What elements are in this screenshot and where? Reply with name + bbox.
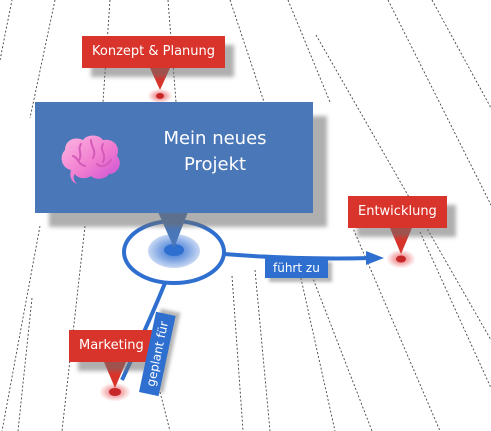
- main-node[interactable]: Mein neues Projekt: [35, 102, 313, 213]
- grid-line: [287, 0, 331, 103]
- grid-line: [229, 0, 265, 103]
- node-marketing[interactable]: Marketing: [69, 330, 154, 362]
- grid-line: [159, 391, 171, 431]
- brain-icon: [61, 135, 120, 184]
- grid-line: [299, 273, 336, 431]
- grid-line: [231, 275, 244, 431]
- pointer-main-node: [158, 212, 188, 248]
- grid-line: [387, 0, 491, 206]
- grid-line: [167, 0, 177, 103]
- grid-line: [254, 269, 271, 431]
- edge-main-marketing[interactable]: [120, 282, 167, 381]
- edge-label-fuehrt-zu[interactable]: führt zu: [265, 258, 328, 278]
- grid-line: [419, 231, 491, 389]
- arrow-head-icon: [366, 251, 384, 265]
- pointer-entwicklung: [390, 228, 412, 254]
- grid-line: [17, 297, 33, 431]
- pin-konzept: [148, 89, 172, 103]
- node-konzept-planung[interactable]: Konzept & Planung: [82, 36, 226, 68]
- node-entwicklung[interactable]: Entwicklung: [348, 196, 447, 228]
- grid-line: [431, 0, 491, 109]
- grid-line: [29, 0, 56, 119]
- grid-line: [61, 225, 86, 431]
- main-node-title-line2: Projekt: [183, 154, 247, 175]
- grid-line: [0, 0, 13, 61]
- pointer-marketing: [104, 362, 126, 388]
- main-node-title: Mein neues Projekt: [153, 126, 277, 178]
- pin-marketing: [100, 383, 130, 401]
- grid-line: [102, 0, 111, 103]
- grid-line: [315, 34, 491, 341]
- grid-line: [1, 225, 41, 431]
- pointer-konzept: [150, 68, 170, 90]
- edge-main-entwicklung[interactable]: [223, 251, 384, 265]
- grid-line: [311, 275, 373, 431]
- main-node-title-line1: Mein neues: [163, 128, 267, 149]
- pin-entwicklung: [387, 250, 415, 268]
